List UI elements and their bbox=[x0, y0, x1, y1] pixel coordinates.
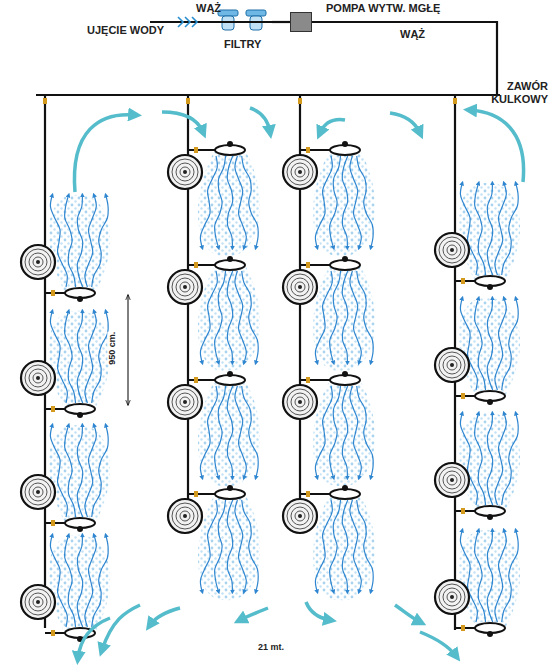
dimension-label: 950 cm. bbox=[107, 332, 117, 365]
part-label: UJĘCIE WODY bbox=[87, 24, 164, 37]
node-label: POMPA WYTW. MGŁĘ bbox=[326, 2, 440, 14]
dimension-label: 21 mt. bbox=[258, 642, 284, 652]
node-label: FILTRY bbox=[212, 38, 272, 50]
part-label: WĄŻ bbox=[196, 2, 221, 15]
part-label: WĄŻ bbox=[400, 28, 425, 41]
mist-pump: POMPA WYTW. MGŁĘ bbox=[290, 12, 312, 32]
pump-box bbox=[290, 12, 312, 32]
hose-connector bbox=[272, 21, 290, 23]
part-label: ZAWÓR KULKOWY bbox=[468, 80, 548, 105]
